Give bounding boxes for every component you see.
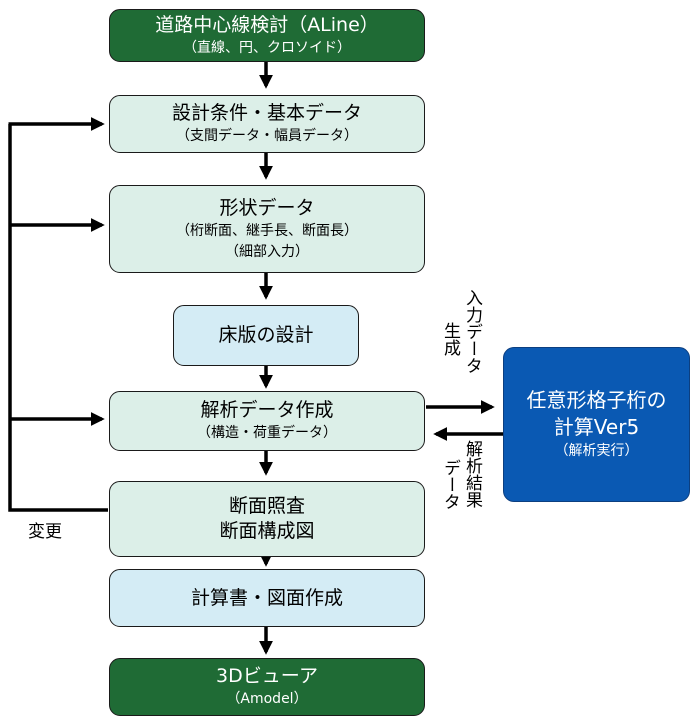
- design-sub: （支間データ・幅員データ）: [176, 128, 358, 144]
- box-shape-data: 形状データ （桁断面、継手長、断面長） （細部入力）: [109, 185, 425, 273]
- shape-sub1: （桁断面、継手長、断面長）: [176, 222, 358, 239]
- slab-title: 床版の設計: [218, 324, 314, 346]
- report-title: 計算書・図面作成: [190, 586, 343, 609]
- grillage-title1: 任意形格子桁の: [526, 388, 667, 412]
- analysis-title: 解析データ作成: [200, 399, 334, 421]
- check-title1: 断面照査: [228, 495, 305, 517]
- aline-sub: （直線、円、クロソイド）: [183, 39, 351, 56]
- label-data: データ: [440, 459, 460, 510]
- box-grillage-analysis: 任意形格子桁の 計算Ver5 （解析実行）: [503, 347, 690, 502]
- grillage-sub: （解析実行）: [554, 443, 639, 459]
- viewer-sub: （Amodel）: [226, 691, 308, 707]
- label-input-data: 入力データ: [462, 289, 482, 374]
- box-slab-design: 床版の設計: [173, 305, 359, 366]
- box-design-conditions: 設計条件・基本データ （支間データ・幅員データ）: [109, 95, 425, 153]
- label-change: 変更: [28, 522, 62, 542]
- viewer-title: 3Dビューア: [216, 665, 318, 687]
- design-title: 設計条件・基本データ: [171, 102, 362, 124]
- shape-sub2: （細部入力）: [225, 243, 309, 260]
- shape-title: 形状データ: [219, 196, 315, 219]
- check-title2: 断面構成図: [219, 520, 315, 542]
- grillage-title2: 計算Ver5: [553, 415, 640, 439]
- box-analysis-data: 解析データ作成 （構造・荷重データ）: [109, 391, 425, 451]
- feedback-loop-line: [8, 124, 108, 512]
- box-section-check: 断面照査 断面構成図: [109, 481, 425, 557]
- box-3d-viewer: 3Dビューア （Amodel）: [109, 658, 425, 716]
- label-generate: 生成: [440, 322, 460, 356]
- analysis-sub: （構造・荷重データ）: [197, 425, 337, 441]
- label-analysis-result: 解析結果: [462, 440, 482, 508]
- box-report-drawing: 計算書・図面作成: [109, 569, 425, 627]
- box-aline: 道路中心線検討（ALine） （直線、円、クロソイド）: [109, 9, 425, 62]
- aline-title: 道路中心線検討（ALine）: [155, 13, 379, 36]
